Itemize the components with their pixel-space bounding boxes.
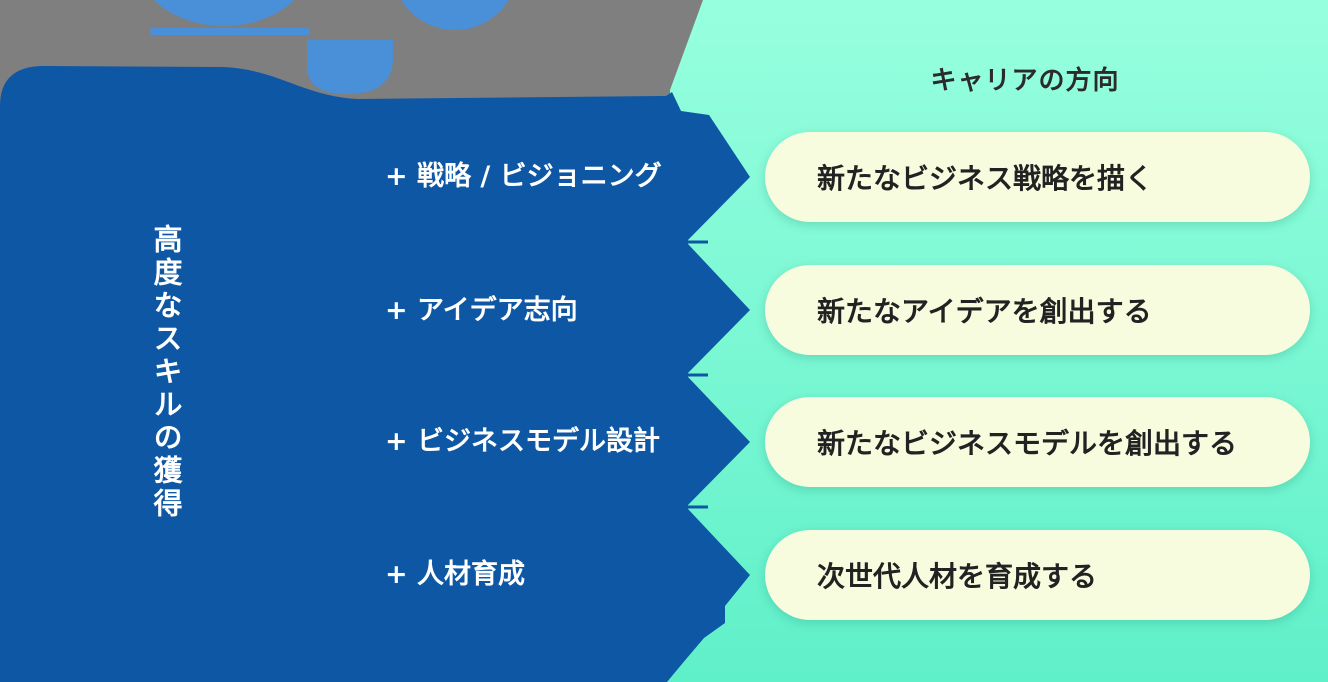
skill-label-idea: + アイデア志向	[385, 295, 578, 326]
notch-tick-lines	[688, 240, 708, 509]
career-pill-next-generation: 次世代人材を育成する	[765, 530, 1310, 620]
skill-label-hr-development: + 人材育成	[385, 559, 526, 590]
skill-label-strategy: + 戦略 / ビジョニング	[385, 161, 662, 192]
decor-arc-left	[153, 0, 295, 26]
decor-arc-right	[401, 0, 509, 30]
career-pill-next-generation-label: 次世代人材を育成する	[817, 560, 1098, 593]
vertical-heading: 高度なスキルの獲得	[149, 224, 183, 521]
blue-skill-block	[0, 66, 750, 682]
career-pill-strategy: 新たなビジネス戦略を描く	[765, 132, 1310, 222]
connector-tab	[307, 40, 393, 95]
decor-arc-left-sliver	[150, 28, 310, 35]
skill-label-business-model: + ビジネスモデル設計	[385, 426, 661, 457]
career-direction-title: キャリアの方向	[930, 66, 1120, 96]
career-pill-business-model: 新たなビジネスモデルを創出する	[765, 397, 1310, 487]
career-pill-strategy-label: 新たなビジネス戦略を描く	[817, 162, 1154, 195]
career-pill-business-model-label: 新たなビジネスモデルを創出する	[817, 427, 1238, 460]
career-pill-idea-label: 新たなアイデアを創出する	[817, 295, 1152, 328]
career-pill-idea: 新たなアイデアを創出する	[765, 265, 1310, 355]
